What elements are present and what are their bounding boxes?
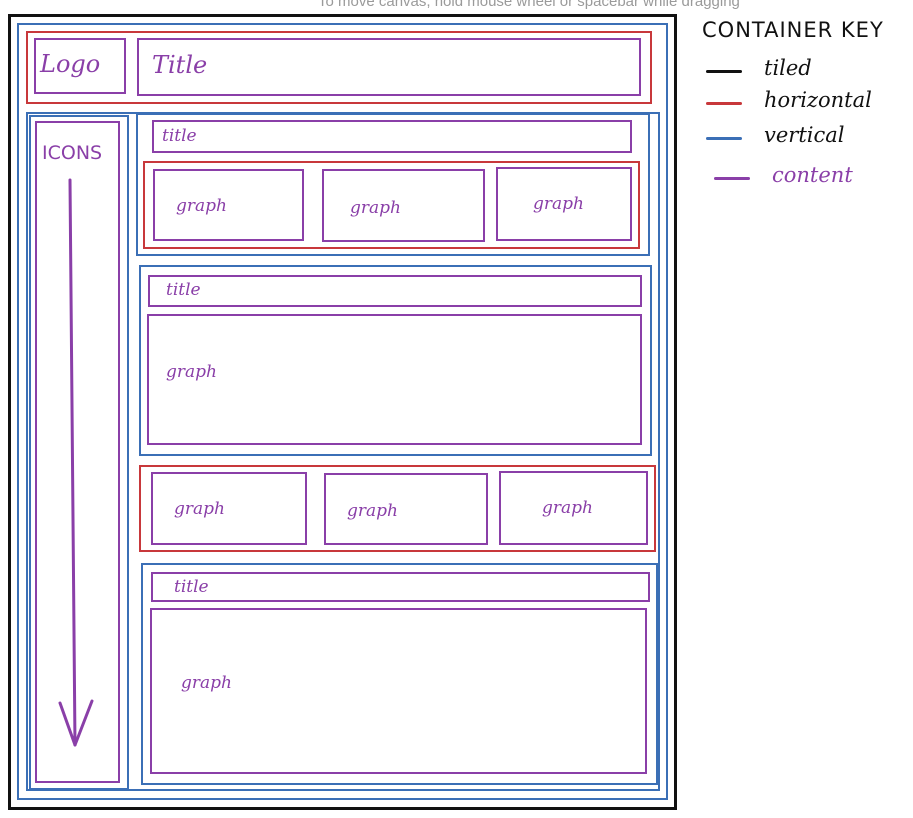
section-4-graph	[150, 608, 647, 774]
key-label-tiled: tiled	[764, 56, 812, 80]
section-2-title-box	[148, 275, 642, 307]
section-1-graph-3-label: graph	[533, 194, 584, 214]
section-3-graph-3-label: graph	[542, 498, 593, 518]
section-1-graphs-horizontal-container	[143, 161, 640, 249]
root-vertical-container	[17, 23, 668, 800]
section-3-graph-1	[151, 472, 307, 545]
section-1-graph-1	[153, 169, 304, 241]
section-3-graph-2-label: graph	[347, 501, 398, 521]
section-4-graph-label: graph	[181, 673, 232, 693]
header-horizontal-container	[26, 31, 652, 104]
key-swatch-tiled	[706, 70, 742, 73]
section-1-vertical-container	[136, 113, 650, 256]
section-1-graph-1-label: graph	[176, 196, 227, 216]
key-label-content: content	[772, 163, 853, 187]
icons-label: ICONS	[42, 142, 103, 164]
section-1-graph-2-label: graph	[350, 198, 401, 218]
key-swatch-horizontal	[706, 102, 742, 105]
section-2-vertical-container	[139, 265, 652, 456]
section-1-title-box	[152, 120, 632, 153]
section-1-title-label: title	[162, 126, 197, 146]
section-2-graph	[147, 314, 642, 445]
section-4-vertical-container	[141, 563, 658, 785]
logo-label: Logo	[40, 50, 101, 78]
section-1-graph-3	[496, 167, 632, 241]
section-3-graph-2	[324, 473, 488, 545]
section-2-graph-label: graph	[166, 362, 217, 382]
section-3-horizontal-container	[139, 465, 656, 552]
title-label: Title	[152, 51, 208, 79]
title-box	[137, 38, 641, 96]
key-swatch-vertical	[706, 137, 742, 140]
section-2-title-label: title	[166, 280, 201, 300]
section-4-title-label: title	[174, 577, 209, 597]
container-key-title: CONTAINER KEY	[702, 18, 884, 42]
tiled-container	[8, 14, 677, 810]
logo-box	[34, 38, 126, 94]
key-label-vertical: vertical	[764, 123, 845, 147]
sidebar-vertical-container	[29, 115, 129, 790]
section-1-graph-2	[322, 169, 485, 242]
canvas-hint: To move canvas, hold mouse wheel or spac…	[318, 0, 740, 10]
section-4-title-box	[151, 572, 650, 602]
key-swatch-content	[714, 177, 750, 180]
section-3-graph-3	[499, 471, 648, 545]
section-3-graph-1-label: graph	[174, 499, 225, 519]
icons-box	[35, 121, 120, 783]
key-label-horizontal: horizontal	[764, 88, 872, 112]
